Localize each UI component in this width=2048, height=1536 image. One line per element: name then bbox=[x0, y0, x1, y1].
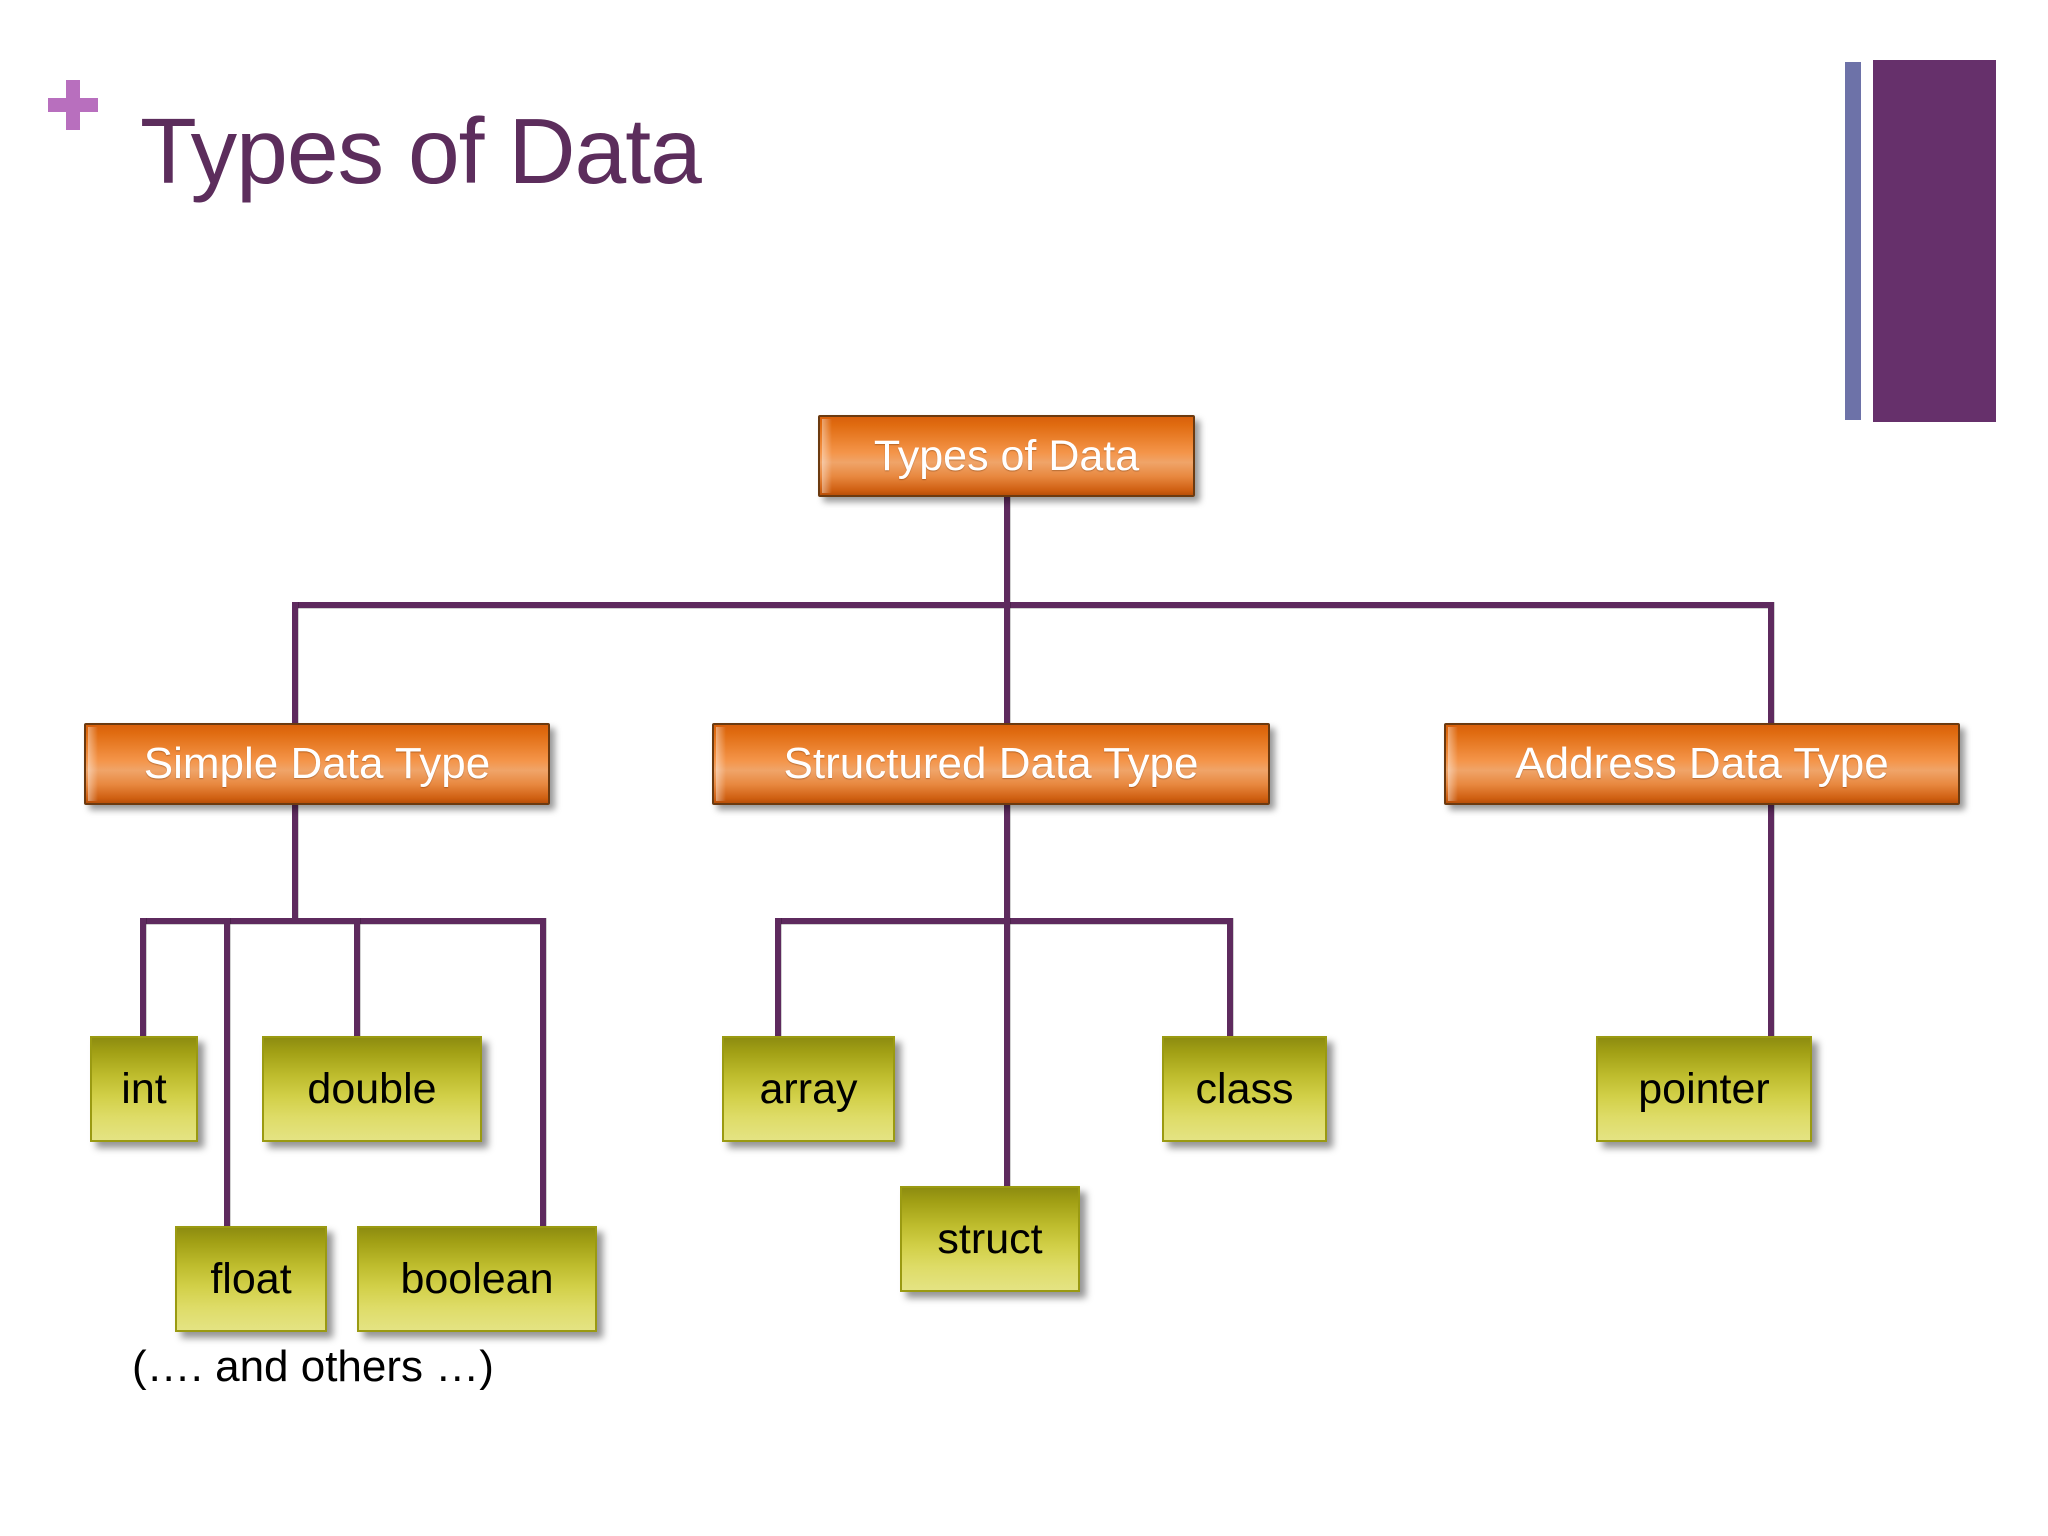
node-array[interactable]: array bbox=[722, 1036, 895, 1142]
others-note: (…. and others …) bbox=[132, 1342, 494, 1391]
node-label: class bbox=[1195, 1064, 1294, 1113]
connector-structured-to-struct bbox=[1004, 918, 1010, 1190]
node-address-data-type[interactable]: Address Data Type bbox=[1444, 723, 1960, 805]
connector-structured-to-array bbox=[775, 918, 781, 1040]
plus-icon bbox=[48, 80, 98, 130]
node-int[interactable]: int bbox=[90, 1036, 198, 1142]
decoration-thin-bar bbox=[1845, 62, 1861, 420]
connector-simple-to-double bbox=[354, 918, 360, 1040]
node-label: boolean bbox=[400, 1254, 554, 1303]
node-label: Address Data Type bbox=[1515, 739, 1889, 788]
node-label: double bbox=[307, 1064, 437, 1113]
node-float[interactable]: float bbox=[175, 1226, 327, 1332]
connector-structured-stem bbox=[1004, 805, 1010, 923]
connector-simple-to-float bbox=[224, 918, 230, 1230]
node-types-of-data[interactable]: Types of Data bbox=[818, 415, 1195, 497]
decoration-wide-bar bbox=[1873, 60, 1996, 422]
node-simple-data-type[interactable]: Simple Data Type bbox=[84, 723, 550, 805]
page-title: Types of Data bbox=[140, 99, 702, 203]
node-pointer[interactable]: pointer bbox=[1596, 1036, 1812, 1142]
node-label: Simple Data Type bbox=[143, 739, 491, 788]
node-boolean[interactable]: boolean bbox=[357, 1226, 597, 1332]
node-struct[interactable]: struct bbox=[900, 1186, 1080, 1292]
connector-main-bus bbox=[292, 602, 1774, 608]
node-label: array bbox=[759, 1064, 858, 1113]
connector-simple-bus bbox=[140, 918, 546, 924]
connector-root-stem bbox=[1004, 495, 1010, 607]
connector-structured-to-class bbox=[1227, 918, 1233, 1040]
node-label: pointer bbox=[1638, 1064, 1770, 1113]
connector-to-simple bbox=[292, 602, 298, 726]
connector-address-to-pointer bbox=[1768, 805, 1774, 1040]
node-structured-data-type[interactable]: Structured Data Type bbox=[712, 723, 1270, 805]
node-label: Structured Data Type bbox=[783, 739, 1199, 788]
connector-to-address bbox=[1768, 602, 1774, 726]
node-label: float bbox=[210, 1254, 292, 1303]
node-label: Types of Data bbox=[873, 431, 1140, 480]
connector-simple-stem bbox=[292, 805, 298, 923]
node-label: struct bbox=[937, 1214, 1043, 1263]
connector-simple-to-int bbox=[140, 918, 146, 1040]
connector-to-structured bbox=[1004, 602, 1010, 726]
node-label: int bbox=[121, 1064, 167, 1113]
node-double[interactable]: double bbox=[262, 1036, 482, 1142]
node-class[interactable]: class bbox=[1162, 1036, 1327, 1142]
connector-simple-to-boolean bbox=[540, 918, 546, 1230]
